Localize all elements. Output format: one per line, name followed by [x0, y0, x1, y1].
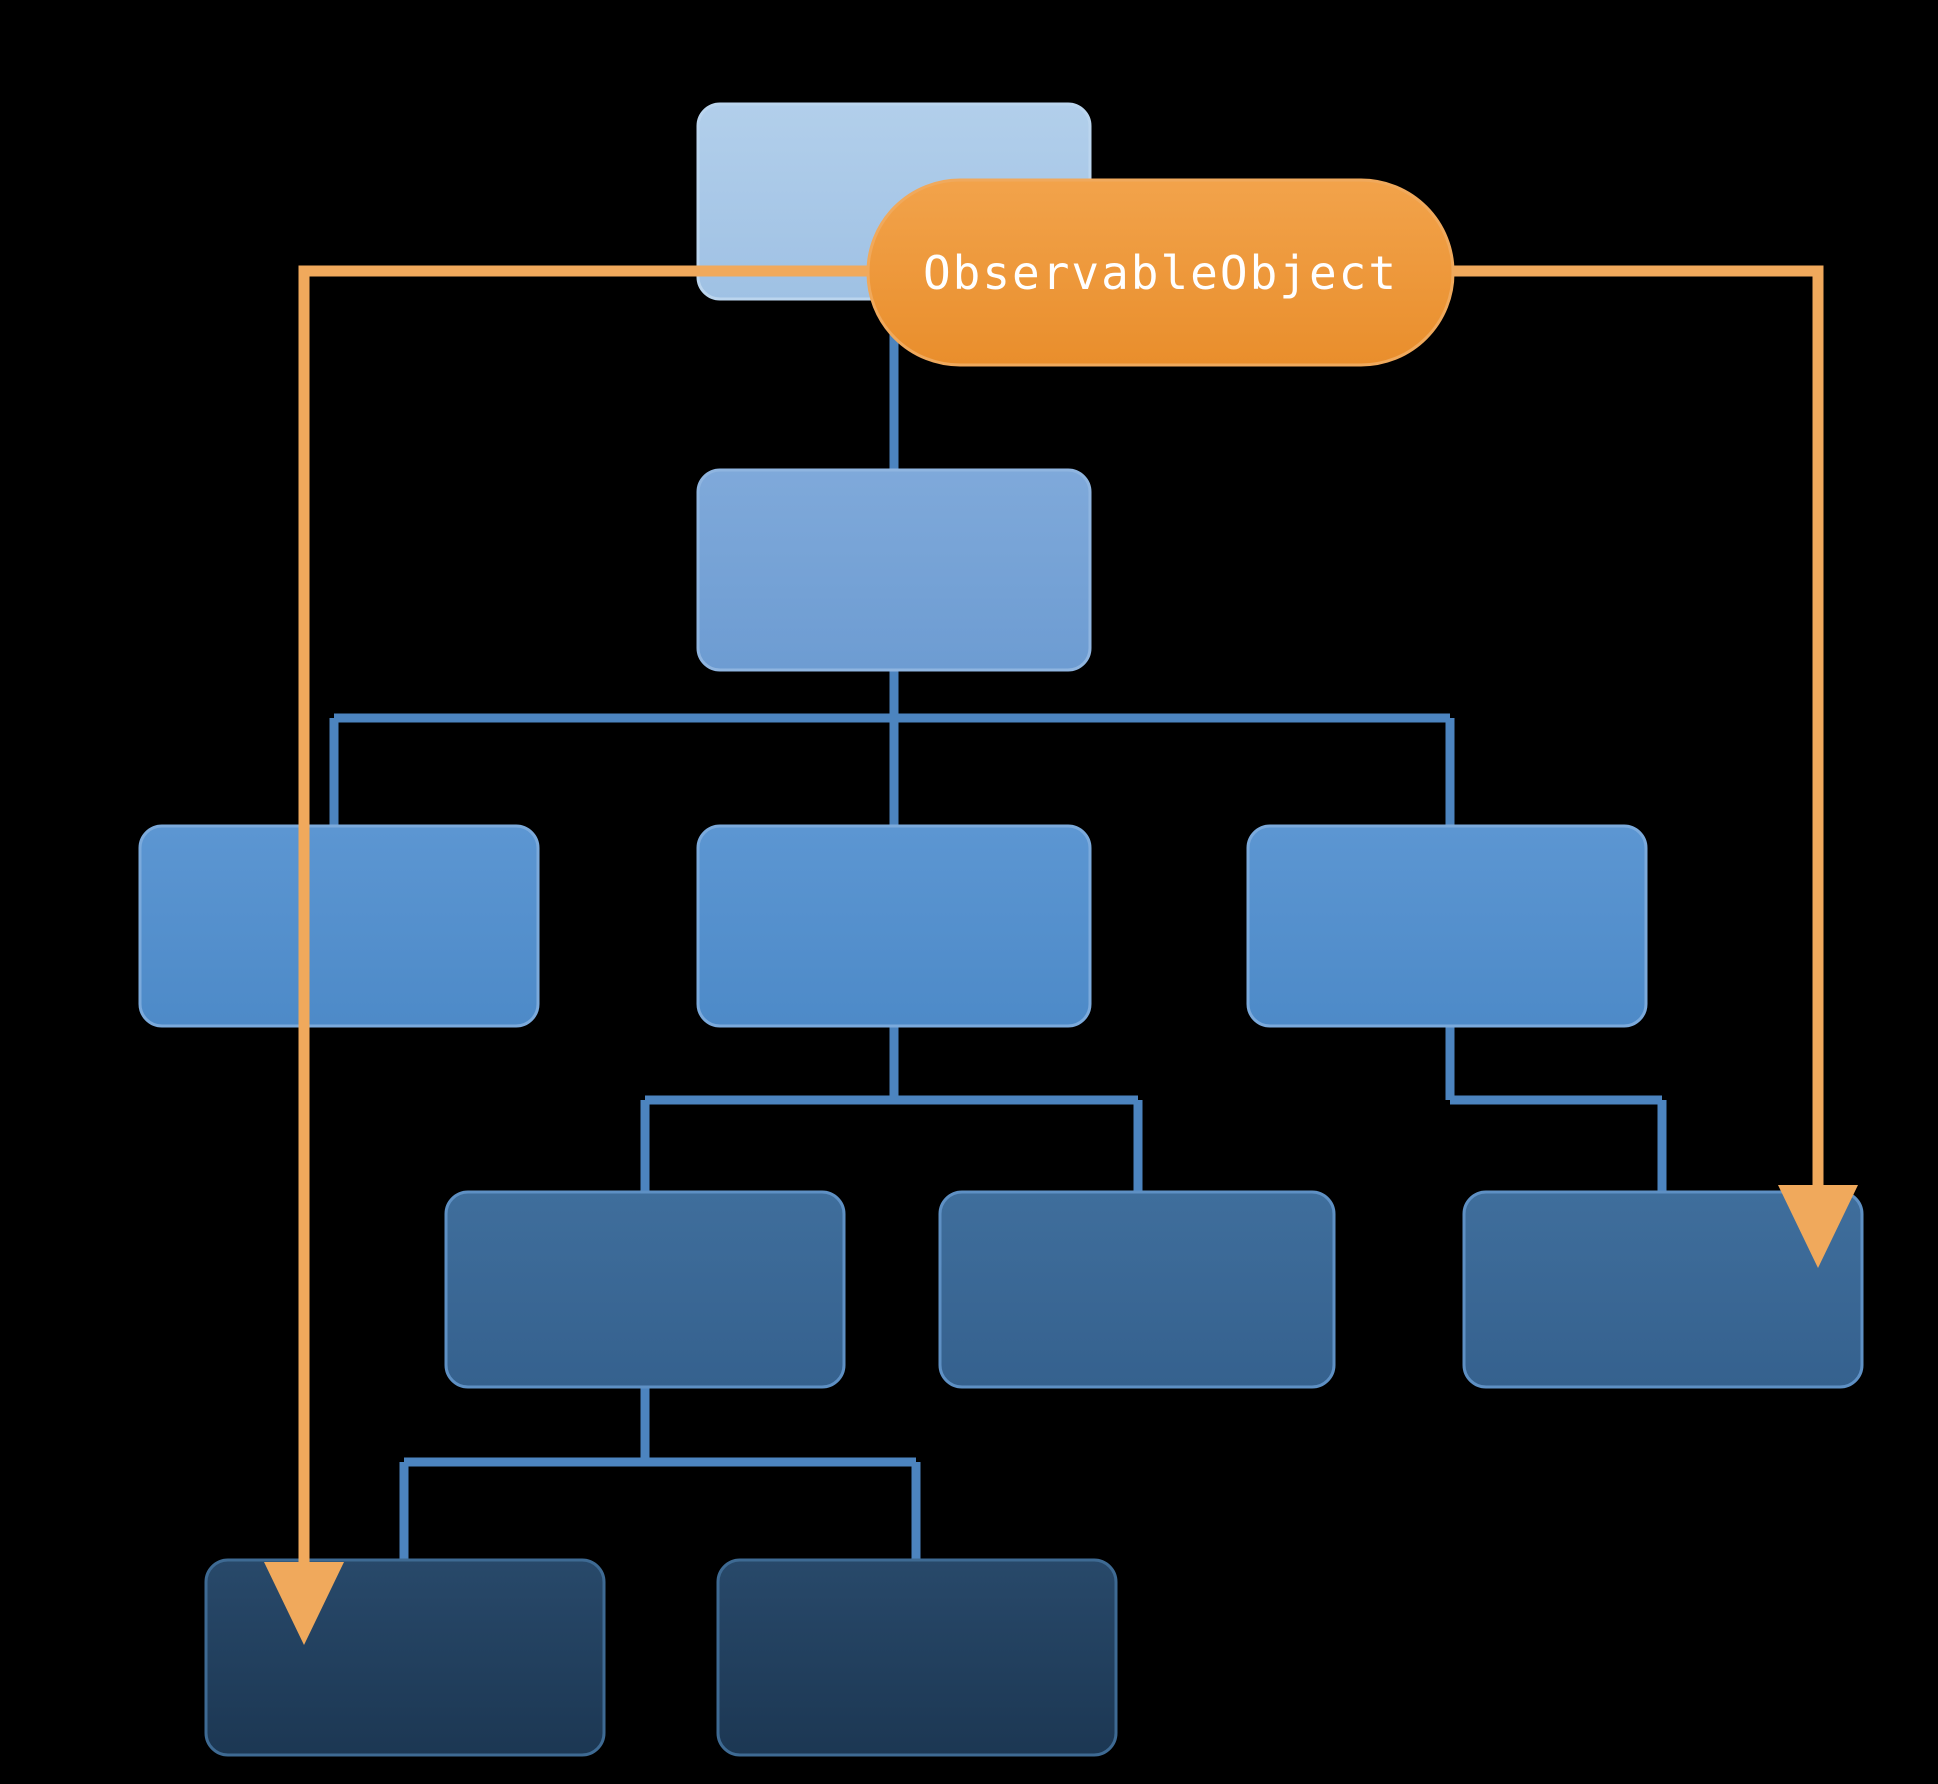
node-box-n5[interactable]: [444, 1190, 846, 1389]
annotation-pill-shape[interactable]: [866, 178, 1455, 367]
node-box-n4[interactable]: [1246, 824, 1648, 1028]
annotation-pill-background: [866, 178, 1455, 367]
node-group: [138, 102, 1864, 1757]
conformance-arrow-left-path: [298, 265, 1090, 1592]
node-box-n7[interactable]: [1462, 1190, 1864, 1389]
node-box-n1[interactable]: [696, 468, 1092, 672]
conformance-arrow-right-path: [1453, 265, 1824, 1215]
node-box-n6[interactable]: [938, 1190, 1336, 1389]
node-box-n3[interactable]: [696, 824, 1092, 1028]
arrowhead-right-icon: [1778, 1185, 1858, 1268]
node-box-n8[interactable]: [204, 1558, 606, 1757]
node-box-n9[interactable]: [716, 1558, 1118, 1757]
node-box-n2[interactable]: [138, 824, 540, 1028]
conformance-arrowheads: [264, 1185, 1858, 1645]
conformance-arrow-group: [298, 265, 1824, 1592]
connector-group-hierarchy: [329, 299, 1667, 1560]
annotation-pill-label[interactable]: ObservableObject: [922, 245, 1399, 300]
arrowhead-left-icon: [264, 1562, 344, 1645]
